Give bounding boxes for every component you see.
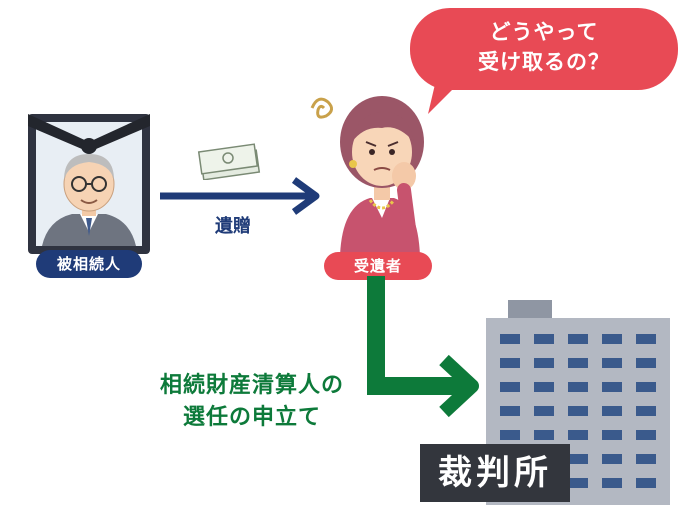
building-window — [534, 406, 554, 416]
building-window — [602, 334, 622, 344]
procedure-arrow — [367, 276, 479, 418]
speech-bubble-text: どうやって 受け取るの？ — [420, 17, 668, 77]
building-window — [636, 454, 656, 464]
building-window — [568, 334, 588, 344]
speech-bubble-tail — [428, 80, 462, 114]
building-window — [500, 406, 520, 416]
building-window — [500, 358, 520, 368]
building-window — [534, 358, 554, 368]
heir-illustration — [310, 96, 424, 256]
building-window — [636, 334, 656, 344]
building-window — [602, 430, 622, 440]
building-window — [568, 478, 588, 488]
building-window — [500, 382, 520, 392]
building-window — [636, 382, 656, 392]
building-window — [602, 358, 622, 368]
speech-line-2: 受け取るの？ — [478, 50, 610, 74]
building-window — [534, 382, 554, 392]
speech-line-1: どうやって — [489, 20, 599, 44]
worry-scribble-icon — [310, 97, 333, 119]
speech-bubble — [410, 8, 678, 90]
building-window — [568, 454, 588, 464]
building-window — [568, 382, 588, 392]
building-window — [636, 358, 656, 368]
building-window — [534, 430, 554, 440]
court-building-illustration — [486, 300, 670, 505]
building-window — [602, 454, 622, 464]
building-window — [568, 430, 588, 440]
building-window — [602, 382, 622, 392]
building-window — [568, 406, 588, 416]
court-sign: 裁判所 — [420, 444, 570, 502]
procedure-label: 相続財産清算人の 選任の申立て — [122, 370, 382, 434]
decedent-portrait-illustration — [28, 114, 150, 246]
heir-label: 受遺者 — [324, 252, 432, 280]
building-window — [568, 358, 588, 368]
money-icon — [197, 143, 261, 180]
transfer-label: 遺贈 — [215, 216, 251, 237]
building-window — [500, 430, 520, 440]
building-window — [602, 478, 622, 488]
transfer-arrow — [160, 177, 320, 215]
procedure-line-2: 選任の申立て — [182, 405, 321, 430]
building-window — [636, 406, 656, 416]
decedent-label: 被相続人 — [36, 250, 142, 278]
procedure-line-1: 相続財産清算人の — [159, 373, 344, 398]
building-window — [636, 478, 656, 488]
building-window — [602, 406, 622, 416]
building-window — [636, 430, 656, 440]
building-window — [534, 334, 554, 344]
building-window — [500, 334, 520, 344]
